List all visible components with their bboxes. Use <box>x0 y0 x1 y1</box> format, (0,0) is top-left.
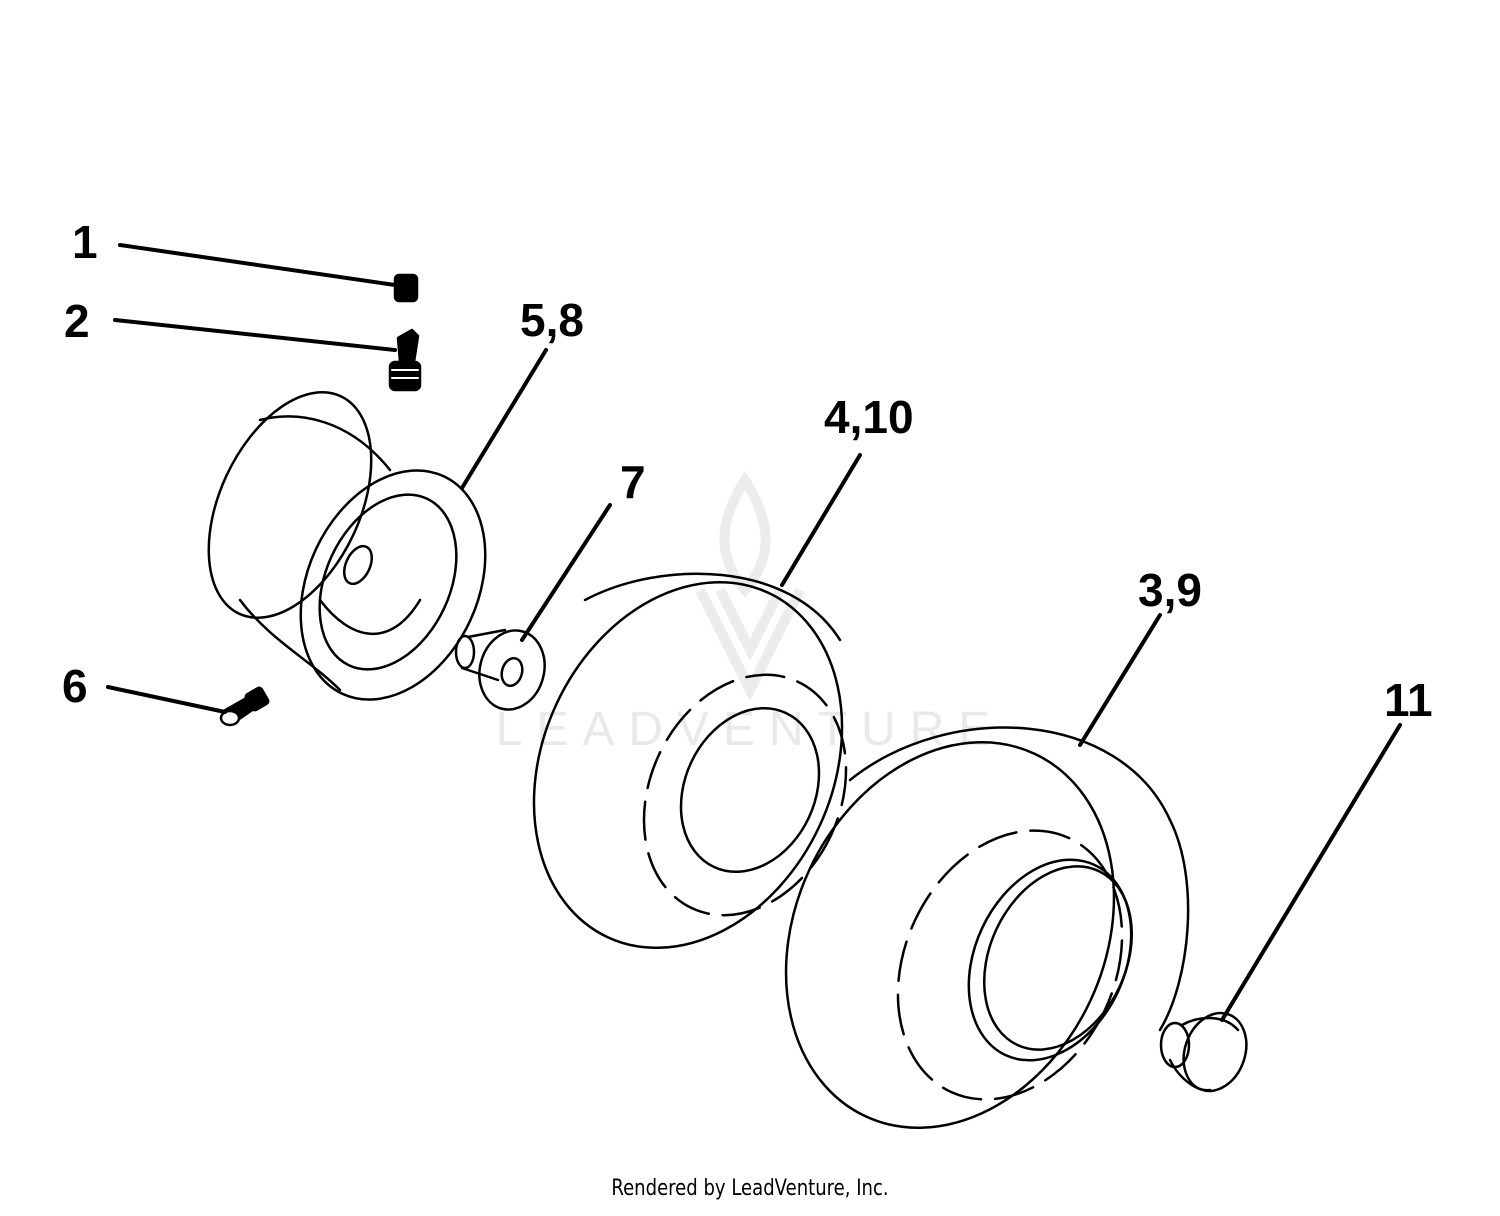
callout-4-10: 4,10 <box>824 391 914 443</box>
leader-line-2 <box>113 318 397 352</box>
callout-1: 1 <box>72 216 98 268</box>
footer-credit: Rendered by LeadVenture, Inc. <box>611 1176 889 1201</box>
part-rear-tire <box>784 726 1190 1129</box>
part-wheel-rim <box>207 391 487 701</box>
part-bushing <box>454 628 546 711</box>
leader-line-39 <box>1078 613 1162 747</box>
watermark-logo-icon <box>695 470 805 702</box>
callout-7: 7 <box>620 456 646 508</box>
part-valve-cap <box>393 273 419 303</box>
part-bolt <box>219 686 270 727</box>
part-front-tire <box>532 572 848 950</box>
callout-11: 11 <box>1384 674 1433 726</box>
leader-line-1 <box>118 243 397 287</box>
part-valve-stem <box>388 328 422 392</box>
part-hub-cap <box>1159 1011 1248 1093</box>
callout-2: 2 <box>64 295 90 347</box>
leader-line-6 <box>106 685 227 714</box>
callout-5-8: 5,8 <box>520 294 584 346</box>
watermark: LEADVENTURE <box>496 470 990 756</box>
leader-line-7 <box>520 503 612 642</box>
callout-3-9: 3,9 <box>1138 564 1202 616</box>
callouts: 1 2 5,8 6 7 4,10 3,9 11 <box>62 216 1433 726</box>
leader-lines <box>106 243 1402 1022</box>
leader-line-410 <box>780 453 862 587</box>
leader-line-58 <box>460 348 548 490</box>
callout-6: 6 <box>62 660 88 712</box>
leader-line-11 <box>1220 723 1402 1022</box>
